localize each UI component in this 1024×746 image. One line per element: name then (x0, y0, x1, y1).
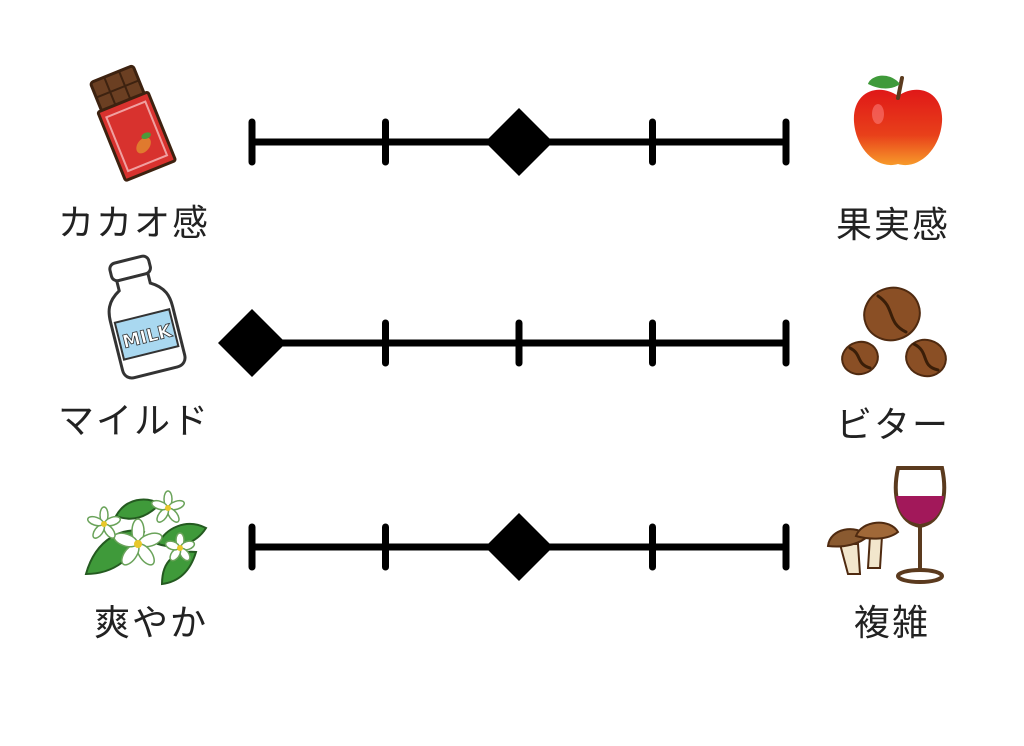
white-flowers-icon (84, 490, 208, 586)
wine-and-mushrooms-icon (826, 466, 947, 584)
scale-1-position-marker (485, 108, 553, 176)
scale-2-right-label: ビター (836, 405, 951, 446)
scale-1-left-label: カカオ感 (58, 203, 211, 244)
scale-2-position-marker (218, 309, 286, 377)
milk-bottle-icon: MILK (107, 254, 187, 380)
scale-3-position-marker (485, 513, 553, 581)
scale-1-right-label: 果実感 (836, 205, 951, 246)
scale-3-left-label: 爽やか (94, 603, 209, 644)
scale-3-right-label: 複雑 (854, 603, 931, 644)
scale-3 (248, 513, 790, 581)
scale-2-left-label: マイルド (58, 401, 211, 442)
apple-icon (853, 75, 943, 166)
scale-1 (248, 108, 790, 176)
chocolate-bar-icon (89, 64, 177, 182)
coffee-beans-icon (841, 286, 947, 378)
scale-2 (218, 309, 790, 377)
